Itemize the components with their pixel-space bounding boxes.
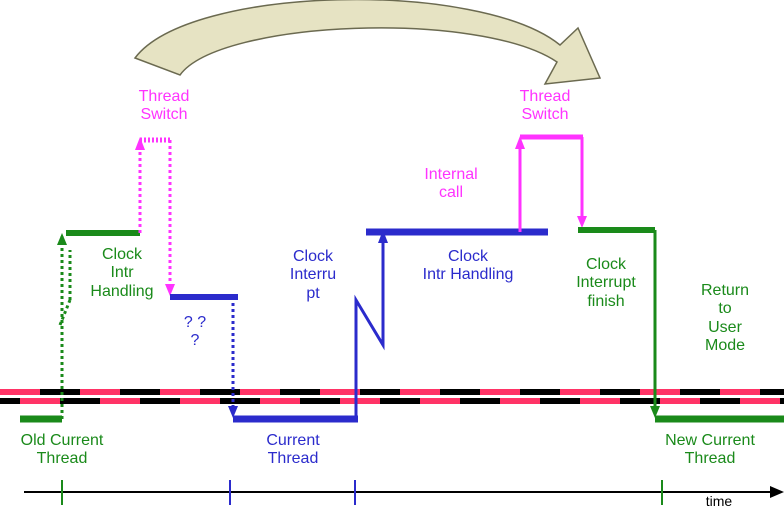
old-current-thread-label: Old Current Thread — [2, 432, 122, 469]
clock-interrupt-finish-label: Clock Interrupt finish — [566, 256, 646, 311]
internal-call-label: Internal call — [416, 166, 486, 203]
return-to-user-mode-label: Return to User Mode — [690, 282, 760, 356]
clock-intr-handling-right-label: Clock Intr Handling — [398, 248, 538, 285]
curved-switch-arrow — [135, 0, 600, 84]
thread-switch-right-path — [515, 136, 587, 232]
thread-switch-left-label: Thread Switch — [124, 88, 204, 125]
time-axis — [24, 480, 784, 505]
thread-switch-right-label: Thread Switch — [505, 88, 585, 125]
time-axis-label: time — [694, 493, 744, 508]
current-thread-label: Current Thread — [248, 432, 338, 469]
question-marks-label: ? ? ? — [170, 314, 220, 351]
clock-intr-handling-left-label: Clock Intr Handling — [82, 246, 162, 301]
new-current-thread-label: New Current Thread — [645, 432, 775, 469]
clock-interrupt-mid-label: Clock Interru pt — [278, 248, 348, 303]
mode-boundary-band — [0, 389, 784, 404]
